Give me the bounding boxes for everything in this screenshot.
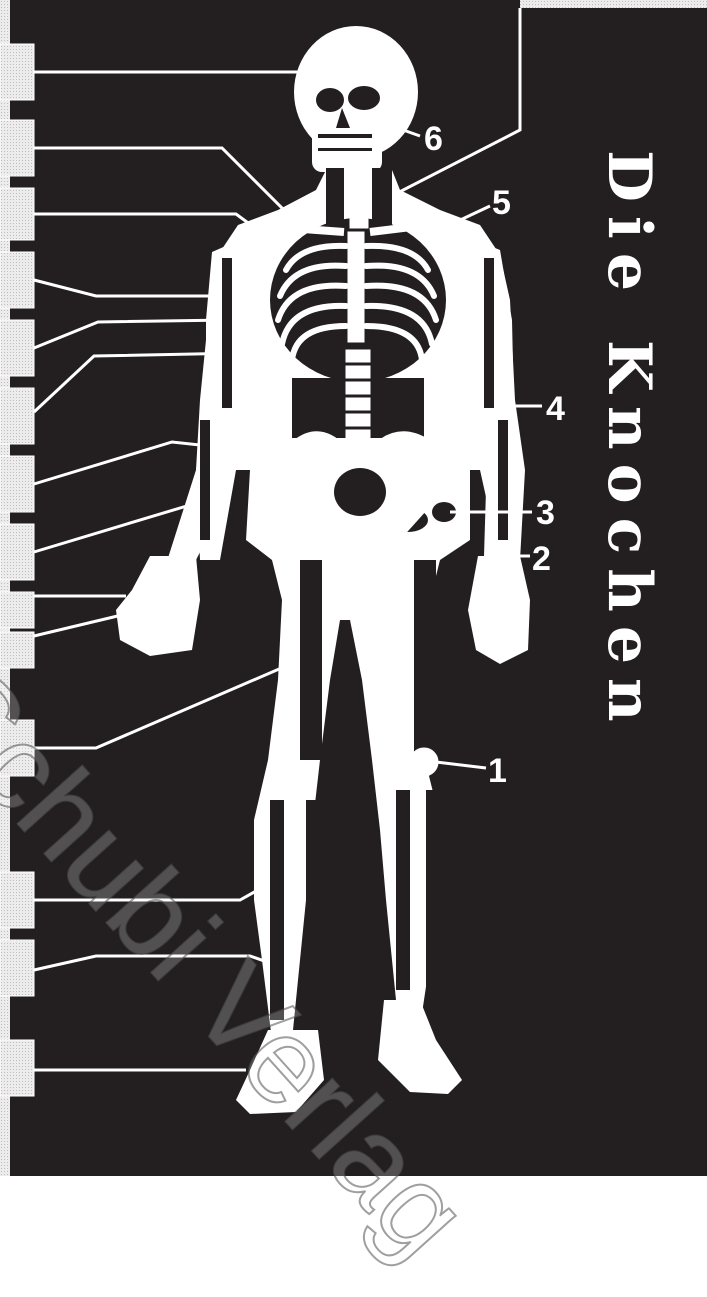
teeth-gap — [318, 148, 372, 151]
sternum — [348, 232, 364, 342]
answer-box[interactable] — [0, 188, 34, 240]
pelvis-inner — [334, 468, 386, 516]
answer-box[interactable] — [0, 44, 34, 100]
neck-space — [372, 168, 392, 228]
shin-space — [270, 800, 284, 1020]
answer-box[interactable] — [0, 320, 34, 376]
answer-box[interactable] — [0, 592, 34, 628]
answer-box[interactable] — [0, 720, 34, 776]
page-title: Die Knochen — [594, 150, 664, 736]
right-hand-silhouette — [468, 556, 530, 664]
answer-box[interactable] — [0, 632, 34, 668]
title-vertical: Die Knochen — [608, 150, 668, 950]
bones-worksheet: 1 2 3 4 5 6 Die Knochen Schubi Verlag — [0, 0, 707, 1176]
right-kneecap — [410, 748, 438, 776]
arm-space — [498, 420, 508, 540]
shin-space — [306, 800, 322, 1020]
answer-box[interactable] — [0, 524, 34, 580]
top-right-strip — [520, 0, 707, 8]
answer-box[interactable] — [0, 252, 34, 308]
label-number-2: 2 — [532, 540, 551, 578]
answer-box[interactable] — [0, 388, 34, 444]
label-number-4: 4 — [546, 390, 565, 428]
neck-space — [326, 168, 344, 228]
label-number-1: 1 — [488, 752, 507, 790]
thigh-space — [414, 560, 436, 760]
thigh-space — [300, 560, 322, 760]
answer-box[interactable] — [0, 456, 34, 512]
left-eye-socket — [316, 88, 344, 112]
left-kneecap — [282, 762, 310, 790]
right-eye-socket — [348, 86, 380, 110]
teeth-gap — [318, 134, 372, 138]
arm-space — [222, 258, 232, 408]
label-number-6: 6 — [424, 120, 443, 158]
answer-box[interactable] — [0, 872, 34, 928]
label-number-5: 5 — [492, 184, 511, 222]
answer-box[interactable] — [0, 1040, 34, 1096]
answer-box[interactable] — [0, 120, 34, 176]
answer-box[interactable] — [0, 940, 34, 996]
arm-space — [484, 258, 494, 408]
shin-space — [426, 790, 440, 990]
label-number-3: 3 — [536, 494, 555, 532]
arm-space — [200, 420, 210, 540]
shin-space — [396, 790, 410, 990]
